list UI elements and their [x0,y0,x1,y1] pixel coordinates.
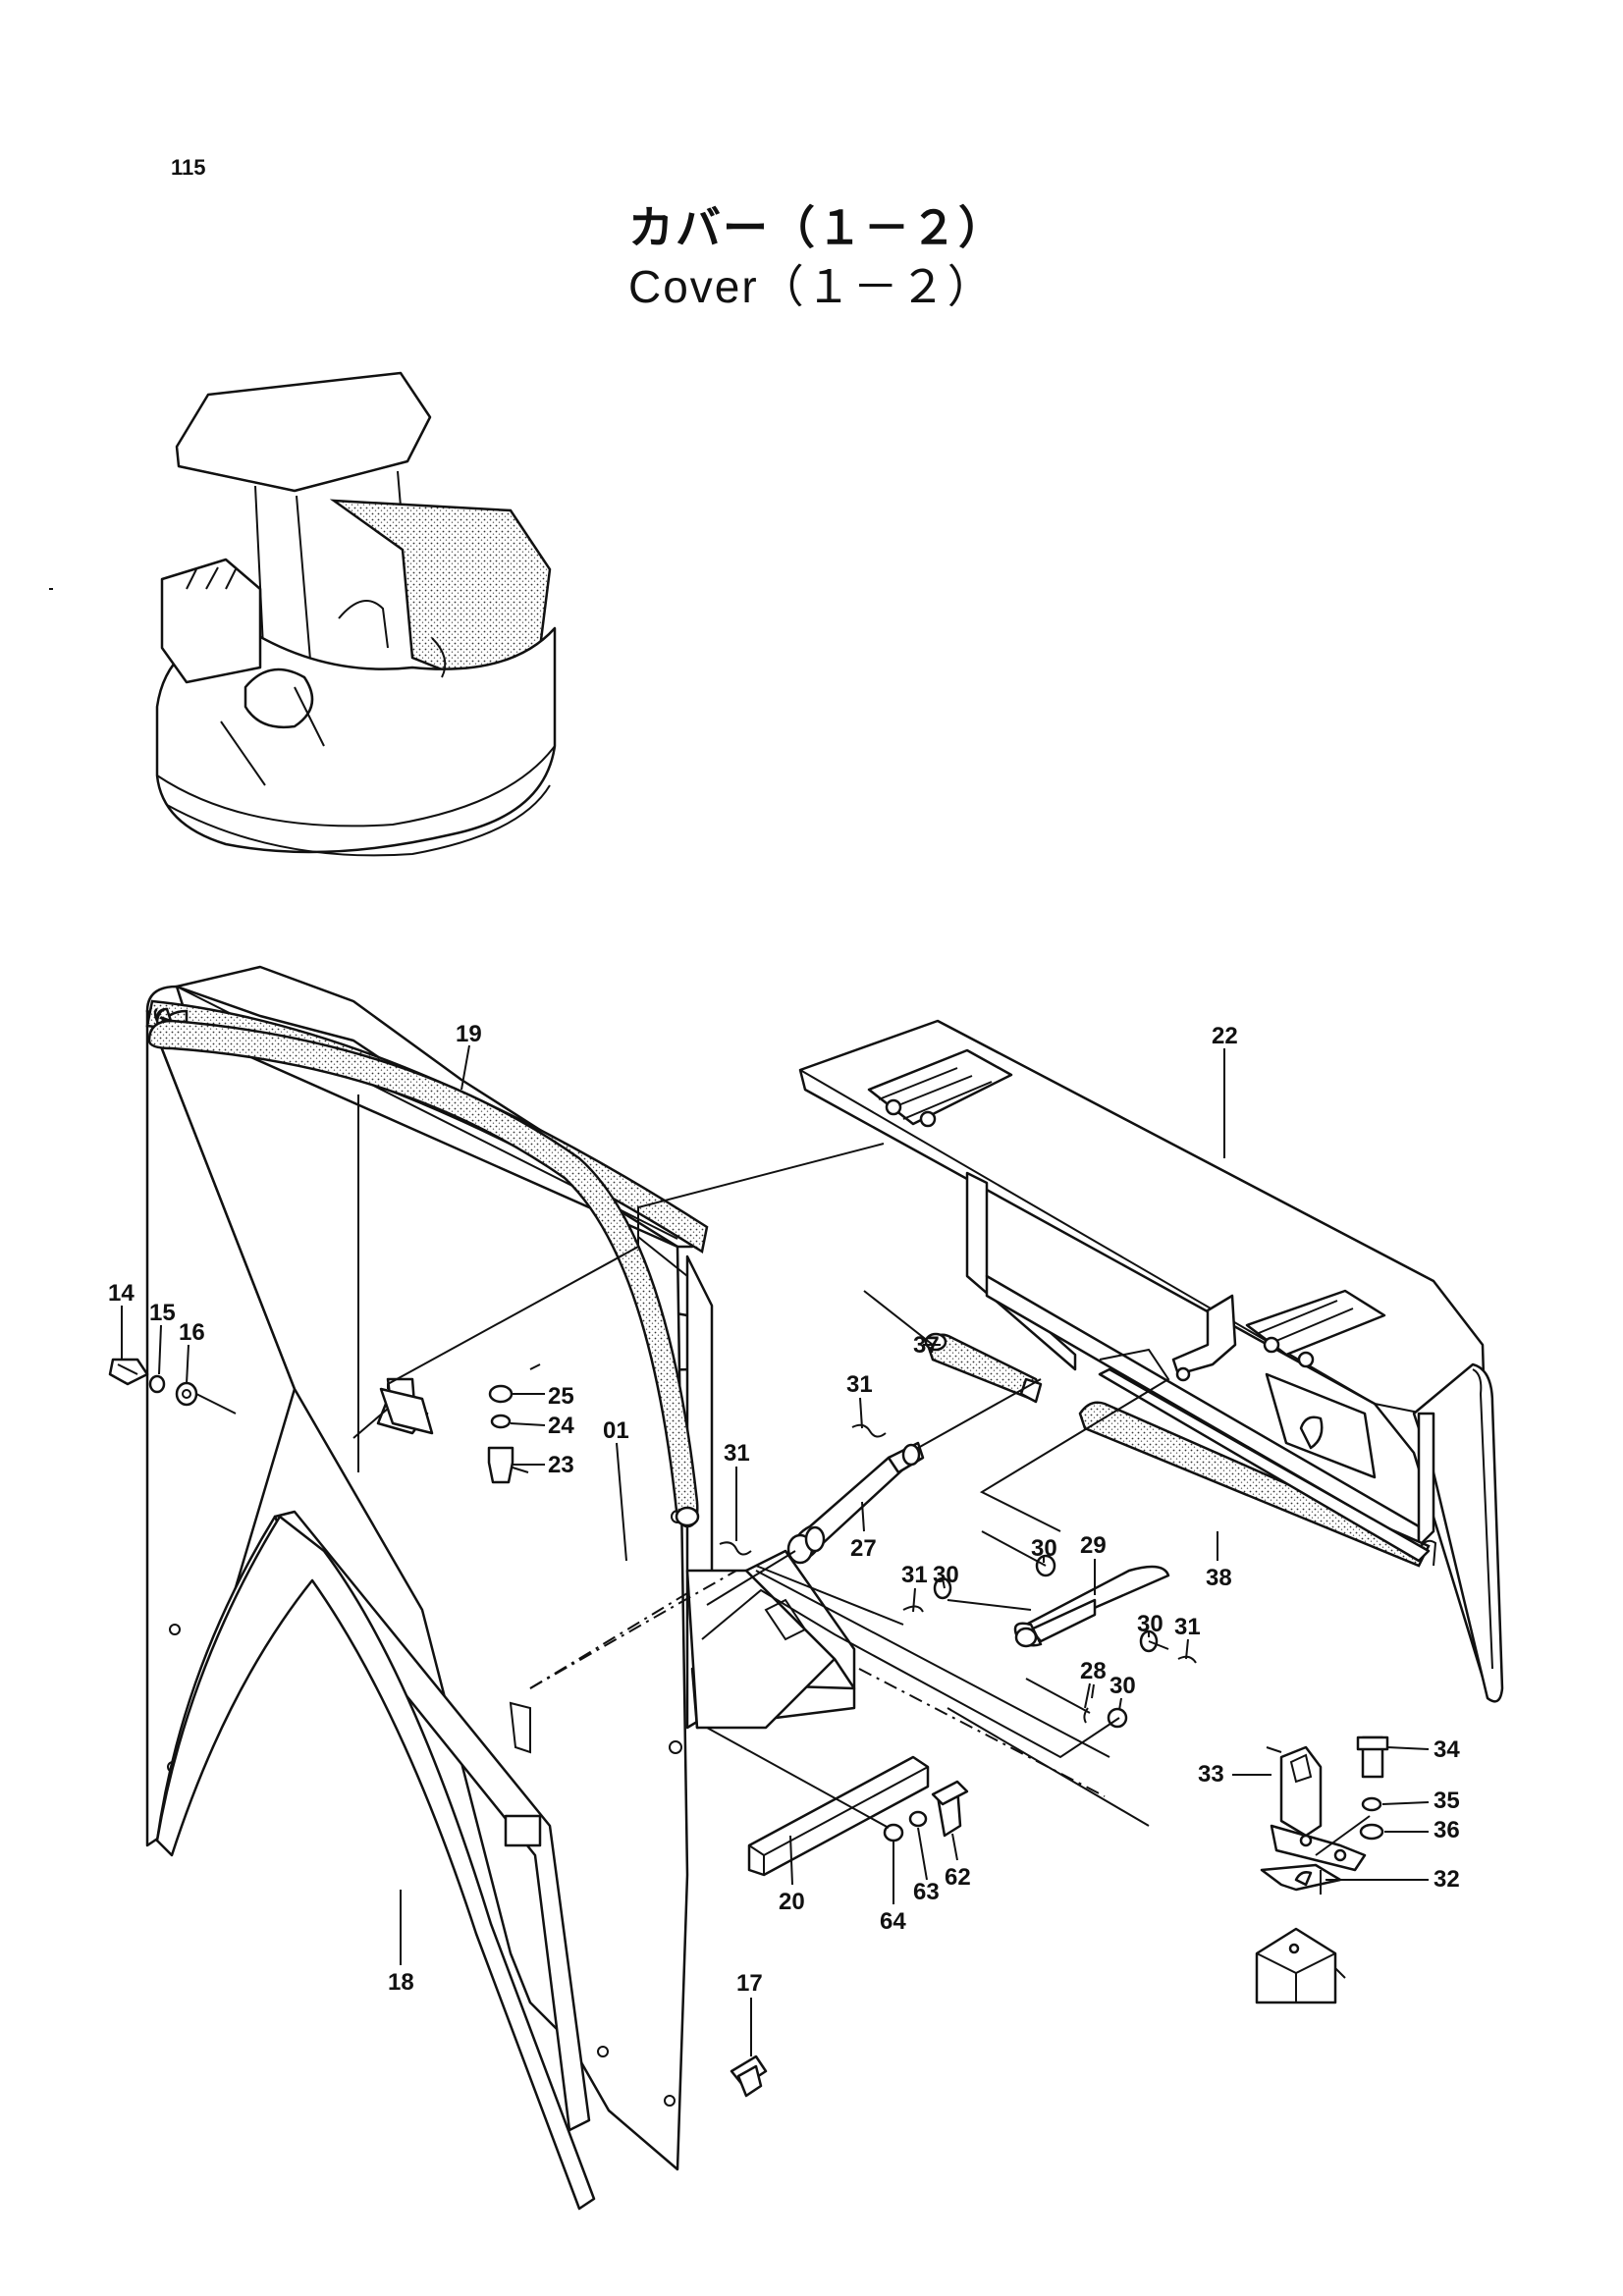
callout-19: 19 [456,1021,482,1047]
callout-63: 63 [913,1879,940,1905]
title-english: Cover（１－２） [628,261,995,312]
callout-24: 24 [548,1413,574,1439]
fasteners-14-16 [108,1358,198,1407]
callout-14: 14 [108,1280,135,1307]
callout-20: 20 [779,1889,805,1915]
callout-18: 18 [388,1969,414,1996]
callout-35: 35 [1434,1788,1460,1814]
callout-27: 27 [850,1535,877,1562]
callout-labels: 19 22 14 15 16 25 24 23 01 37 31 31 27 2… [108,1021,1460,2056]
callout-34: 34 [1434,1736,1460,1763]
assembly-lines [195,1095,1371,1895]
callout-22: 22 [1212,1023,1238,1049]
callout-31-right: 31 [1174,1614,1201,1640]
gas-spring-27 [786,1441,925,1565]
lock-lever-29 [1013,1565,1170,1648]
callout-32: 32 [1434,1866,1460,1893]
fasteners-23-25 [487,1384,514,1484]
callout-31-left: 31 [724,1440,750,1467]
latch-33 [1255,1745,1367,2004]
callout-38: 38 [1206,1565,1232,1591]
callout-64: 64 [880,1908,906,1935]
bolt-34-washers [1356,1735,1389,1841]
callout-17: 17 [736,1970,763,1997]
title-japanese: カバー（１－２） [628,201,1005,254]
machine-overview-illustration [49,371,557,857]
bolt-17 [730,2055,768,2098]
rear-cover-22 [798,1019,1504,1703]
callout-31-upper: 31 [846,1371,873,1398]
callout-16: 16 [179,1319,205,1346]
callout-62: 62 [945,1864,971,1891]
seal-strip-38 [1078,1401,1431,1568]
callout-30-d: 30 [1109,1673,1136,1699]
callout-15: 15 [149,1300,176,1326]
callout-31-mid: 31 [901,1562,928,1588]
callout-30-c: 30 [1137,1611,1163,1637]
callout-30-b: 30 [933,1562,959,1588]
callout-28: 28 [1080,1658,1107,1684]
page-number: 115 [171,155,206,180]
fasteners-62-64 [883,1780,969,1842]
seal-strip-18 [155,1515,596,2211]
callout-25: 25 [548,1383,574,1410]
callout-33: 33 [1198,1761,1224,1788]
tube-37 [924,1332,1043,1404]
callout-23: 23 [548,1452,574,1478]
callout-01: 01 [603,1417,629,1444]
callout-29: 29 [1080,1532,1107,1559]
callout-36: 36 [1434,1817,1460,1843]
